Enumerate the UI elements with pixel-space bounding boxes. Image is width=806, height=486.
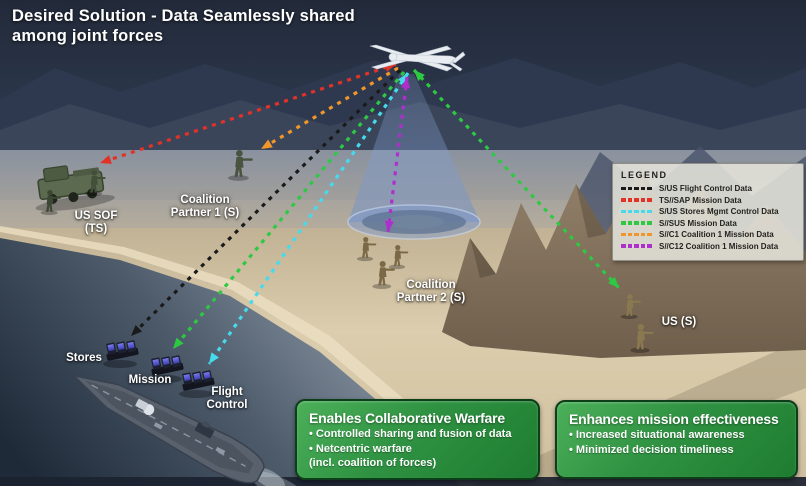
legend-dash-swatch bbox=[621, 221, 653, 225]
us-sof-unit bbox=[35, 165, 115, 216]
callout-bullet: • Controlled sharing and fusion of data bbox=[309, 428, 512, 440]
legend-item-label: S//C1 Coalition 1 Mission Data bbox=[659, 230, 774, 239]
legend-title: LEGEND bbox=[621, 170, 668, 180]
legend-item: S//C12 Coalition 1 Mission Data bbox=[621, 242, 795, 251]
label-coalition-partner-2: Coalition Partner 2 (S) bbox=[396, 279, 466, 304]
legend-item: S//C1 Coalition 1 Mission Data bbox=[621, 230, 795, 239]
label-coalition-partner-1: Coalition Partner 1 (S) bbox=[170, 194, 240, 219]
label-us: US (S) bbox=[661, 316, 697, 328]
bottom-dark-strip bbox=[0, 477, 806, 486]
label-us-sof: US SOF (TS) bbox=[74, 210, 118, 235]
legend-item: S/US Flight Control Data bbox=[621, 184, 795, 193]
legend-item: S/US Stores Mgmt Control Data bbox=[621, 207, 795, 216]
legend-dash-swatch bbox=[621, 198, 653, 202]
data-link-stores bbox=[129, 68, 402, 338]
legend-item-label: S/US Flight Control Data bbox=[659, 184, 752, 193]
callout-bullets: • Controlled sharing and fusion of data •… bbox=[309, 427, 526, 471]
callout-enhances-mission-effectiveness: Enhances mission effectiveness • Increas… bbox=[555, 400, 798, 479]
data-links-layer bbox=[99, 62, 621, 365]
legend-dash-swatch bbox=[621, 244, 653, 248]
label-stores: Stores bbox=[66, 352, 102, 364]
legend-item: S//SUS Mission Data bbox=[621, 219, 795, 228]
callout-bullet: • Minimized decision timeliness bbox=[569, 443, 734, 456]
data-link-mission bbox=[171, 70, 406, 351]
aircraft-carrier-icon bbox=[71, 374, 313, 486]
callout-title: Enables Collaborative Warfare bbox=[309, 410, 505, 426]
legend-item-label: S/US Stores Mgmt Control Data bbox=[659, 207, 779, 216]
slide-title: Desired Solution - Data Seamlessly share… bbox=[12, 6, 432, 46]
slide-title-line2: among joint forces bbox=[12, 27, 164, 45]
callout-bullet: • Increased situational awareness bbox=[569, 429, 745, 441]
label-flight-control: Flight Control bbox=[206, 386, 248, 411]
data-link-coalition-partner-1 bbox=[260, 66, 399, 151]
callout-bullet: • Netcentric warfare bbox=[309, 442, 412, 455]
label-mission: Mission bbox=[128, 374, 172, 386]
data-link-us bbox=[412, 68, 621, 290]
callout-bullet: (incl. coalition of forces) bbox=[309, 457, 437, 469]
legend-dash-swatch bbox=[621, 186, 653, 191]
legend-dash-swatch bbox=[621, 232, 653, 237]
legend-item-label: S//SUS Mission Data bbox=[659, 218, 737, 228]
legend-item-label: S//C12 Coalition 1 Mission Data bbox=[659, 241, 779, 251]
callout-title: Enhances mission effectiveness bbox=[569, 411, 779, 427]
callout-bullets: • Increased situational awareness • Minim… bbox=[569, 428, 784, 457]
legend-dash-swatch bbox=[621, 209, 653, 214]
slide-title-line1: Desired Solution - Data Seamlessly share… bbox=[12, 7, 355, 25]
legend-item-label: TS//SAP Mission Data bbox=[659, 195, 742, 205]
data-link-coalition-partner-2 bbox=[384, 76, 411, 233]
legend-item: TS//SAP Mission Data bbox=[621, 196, 795, 205]
uav-drone-icon bbox=[369, 44, 466, 72]
callout-enables-collaborative-warfare: Enables Collaborative Warfare • Controll… bbox=[295, 399, 540, 480]
sensor-cone bbox=[347, 74, 481, 240]
